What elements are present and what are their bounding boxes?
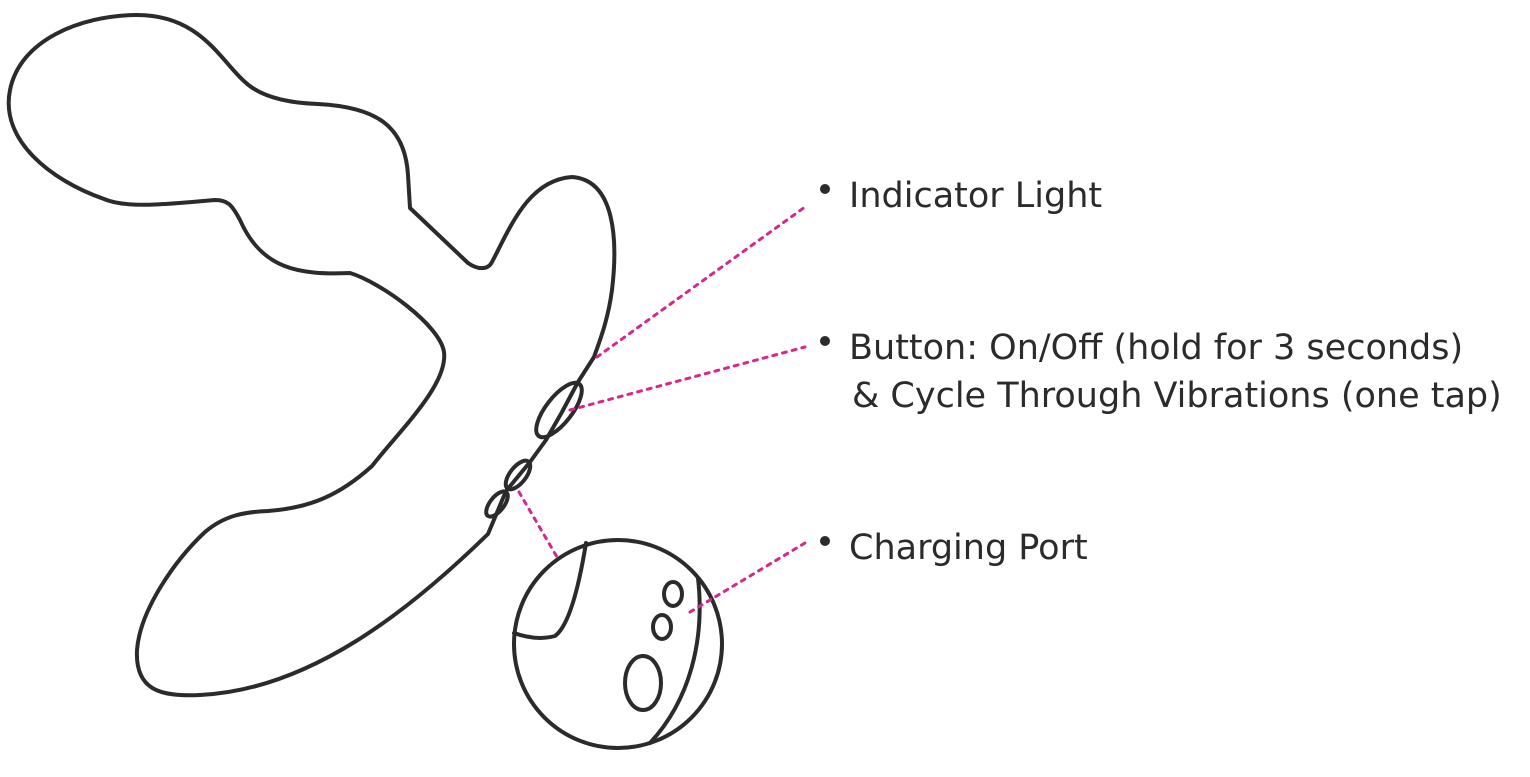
leader-detail-zoom: [517, 490, 559, 559]
indicator-light-text: Indicator Light: [849, 176, 1103, 216]
magnified-detail-circle: [512, 538, 724, 750]
detail-charging-port: [623, 654, 663, 712]
label-button: Button: On/Off (hold for 3 seconds) & Cy…: [820, 324, 1502, 420]
button-text-line2: & Cycle Through Vibrations (one tap): [852, 376, 1502, 416]
button-oval: [534, 380, 584, 440]
leader-charging-port: [688, 541, 807, 614]
port-oval-lower: [484, 489, 510, 519]
bullet-icon: [820, 336, 830, 346]
leader-indicator-light: [595, 205, 807, 359]
label-charging-port: Charging Port: [820, 524, 1088, 572]
bullet-icon: [820, 536, 830, 546]
leader-button: [568, 345, 807, 412]
bullet-icon: [820, 184, 830, 194]
device-outline: [6, 12, 617, 698]
port-oval-upper: [503, 458, 533, 492]
detail-edge-left: [512, 541, 588, 640]
charging-port-text: Charging Port: [849, 528, 1088, 568]
label-indicator-light: Indicator Light: [820, 172, 1102, 220]
detail-hole-middle: [651, 613, 673, 641]
button-text-line1: Button: On/Off (hold for 3 seconds): [849, 328, 1464, 368]
detail-hole-top: [662, 580, 684, 608]
detail-edge-right: [648, 576, 702, 745]
